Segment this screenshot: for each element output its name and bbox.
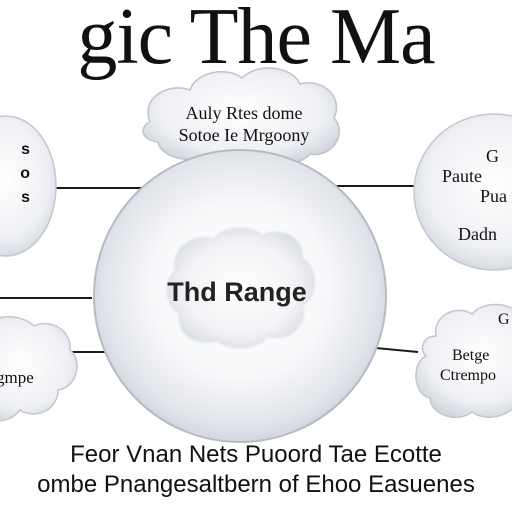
- cloud-left-bottom-shape: [0, 316, 78, 422]
- bubble-left-top-line-3: s: [21, 189, 30, 206]
- footer-caption: Feor Vnan Nets Puoord Tae Ecotte ombe Pn…: [0, 440, 512, 500]
- cloud-right-bottom-shape: [415, 303, 512, 418]
- cloud-top-line-2: Sotoe Ie Mrgoony: [178, 125, 310, 145]
- bubble-right-top-line-1: G: [486, 146, 499, 166]
- bubble-right-top-shape: [413, 113, 512, 271]
- bubble-right-top-label: G Paute Pua Dadn: [442, 146, 512, 244]
- bubble-right-top-line-4: Dadn: [458, 224, 497, 244]
- cloud-right-bottom-line-1: G: [498, 311, 510, 328]
- connector-right-bottom: [375, 347, 419, 353]
- bubble-left-top-label: s o s: [0, 138, 30, 210]
- center-circle-shape: [93, 149, 387, 443]
- cloud-top-shape: [142, 67, 340, 166]
- bubble-right-top-line-3: Pua: [480, 186, 507, 206]
- cloud-top-line-1: Auly Rtes dome: [185, 103, 303, 123]
- cloud-right-bottom-label: G Betge Ctrempo: [440, 310, 512, 386]
- cloud-top-label: Auly Rtes dome Sotoe Ie Mrgoony: [134, 102, 354, 146]
- cloud-right-bottom-line-2: Betge: [452, 347, 490, 364]
- bubble-left-top-line-2: o: [20, 165, 30, 182]
- bubble-left-top-shape: [0, 115, 57, 257]
- cloud-right-bottom-line-3: Ctrempo: [440, 367, 496, 384]
- diagram-title: gic The Ma: [77, 0, 435, 81]
- footer-line-1: Feor Vnan Nets Puoord Tae Ecotte: [70, 441, 442, 468]
- bubble-left-top-line-1: s: [21, 141, 30, 158]
- cloud-left-bottom-label: gmpe: [0, 368, 34, 387]
- footer-line-2: ombe Pnangesaltbern of Ehoo Easuenes: [37, 471, 475, 498]
- center-circle-label: Thd Range: [167, 277, 307, 307]
- bubble-right-top-line-2: Paute: [442, 166, 482, 186]
